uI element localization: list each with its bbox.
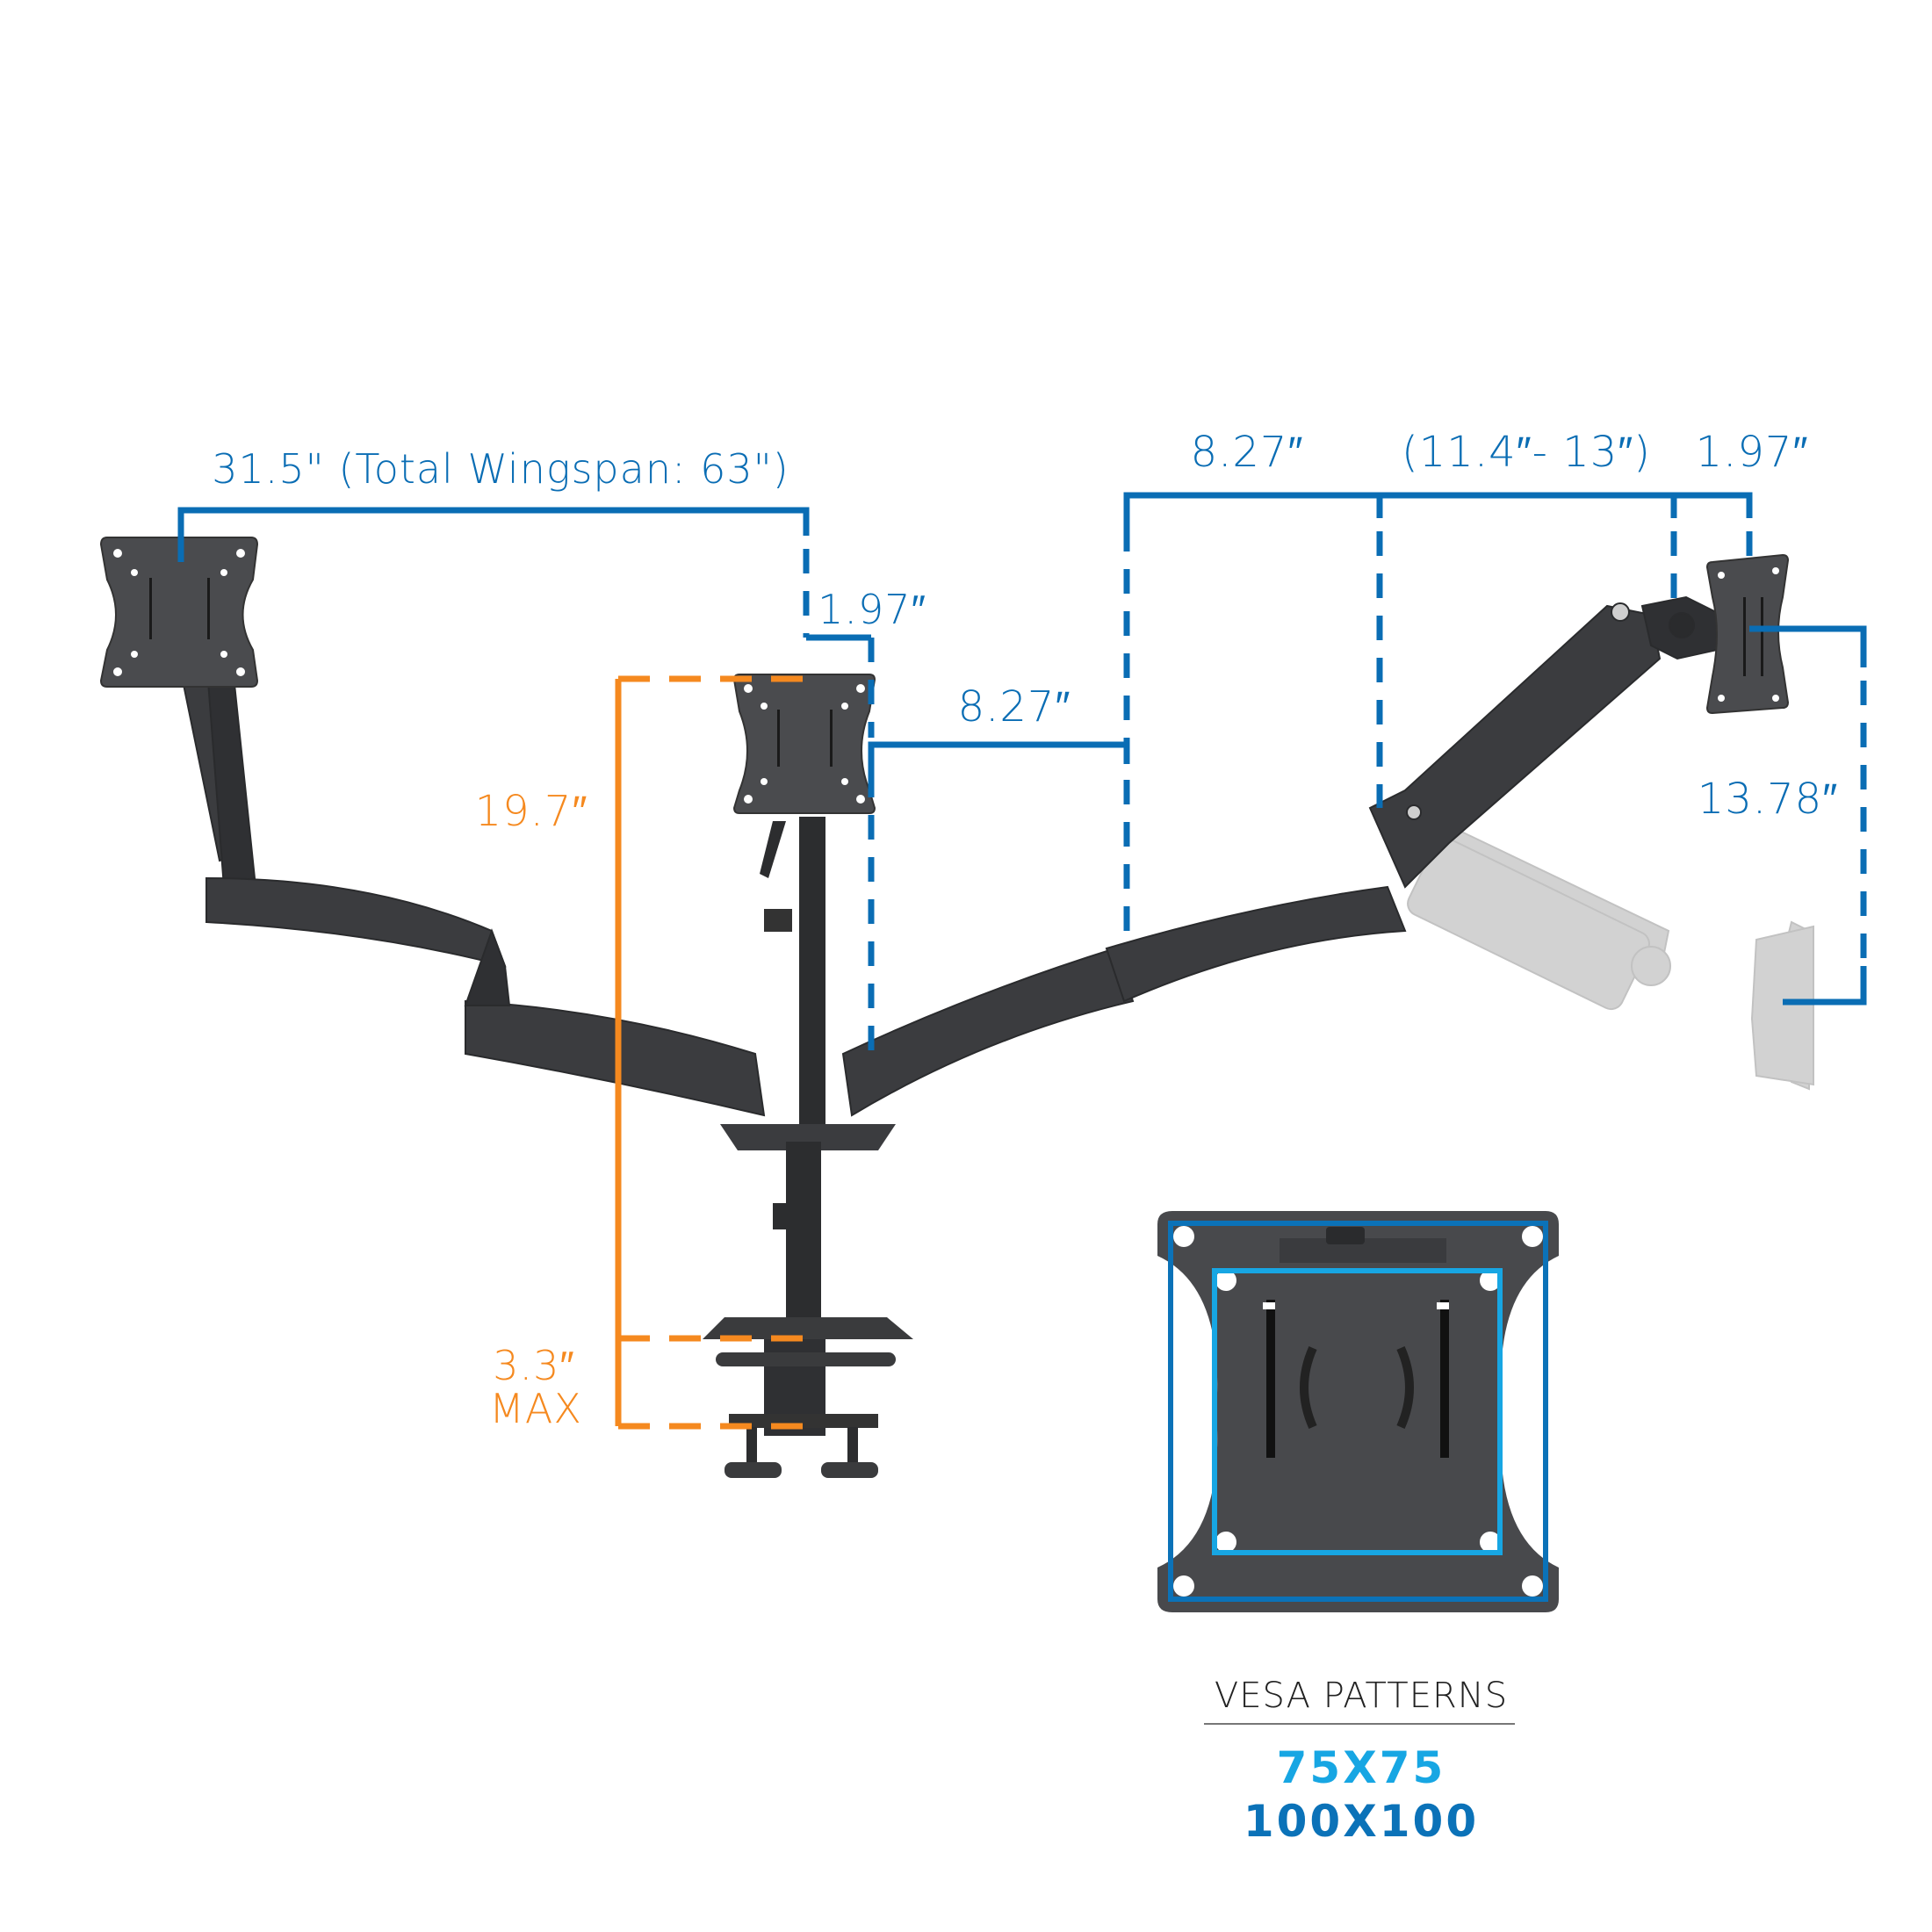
dimension-lines-blue xyxy=(177,492,1867,1063)
center-arm-segment-label: 8.27″ xyxy=(957,682,1071,732)
right-vesa-plate xyxy=(1705,553,1790,715)
vesa-pattern-75: 75X75 xyxy=(1276,1742,1446,1793)
gas-arm-range-label: (11.4″- 13″) xyxy=(1402,428,1651,477)
vesa-divider xyxy=(1204,1723,1515,1725)
clamp-thickness-label: 3.3″ xyxy=(493,1342,575,1389)
center-offset-label: 1.97″ xyxy=(818,586,926,633)
clamp-thickness-suffix: MAX xyxy=(489,1385,582,1432)
vesa-100-outline xyxy=(1168,1221,1548,1602)
arm-reach-label: 31.5" (Total Wingspan: 63") xyxy=(212,445,789,493)
vesa-75-outline xyxy=(1212,1268,1503,1555)
left-vesa-plate xyxy=(99,537,259,688)
height-adjust-label: 13.78″ xyxy=(1697,775,1839,824)
ghost-arm-lowered xyxy=(1407,828,1814,1091)
center-vesa-plate xyxy=(732,674,876,814)
right-arm-segment-label: 8.27″ xyxy=(1190,428,1304,477)
vesa-patterns-title: VESA PATTERNS xyxy=(1214,1676,1509,1716)
pole-height-label: 19.7″ xyxy=(474,787,588,836)
left-monitor-arm xyxy=(178,657,766,1117)
right-monitor-arm xyxy=(841,595,1723,1117)
vesa-pattern-100: 100X100 xyxy=(1243,1796,1480,1847)
vesa-detail-plate xyxy=(1157,1211,1559,1612)
right-tilt-offset-label: 1.97″ xyxy=(1695,428,1809,477)
dimension-lines-orange xyxy=(615,675,811,1430)
center-pole xyxy=(703,817,913,1478)
